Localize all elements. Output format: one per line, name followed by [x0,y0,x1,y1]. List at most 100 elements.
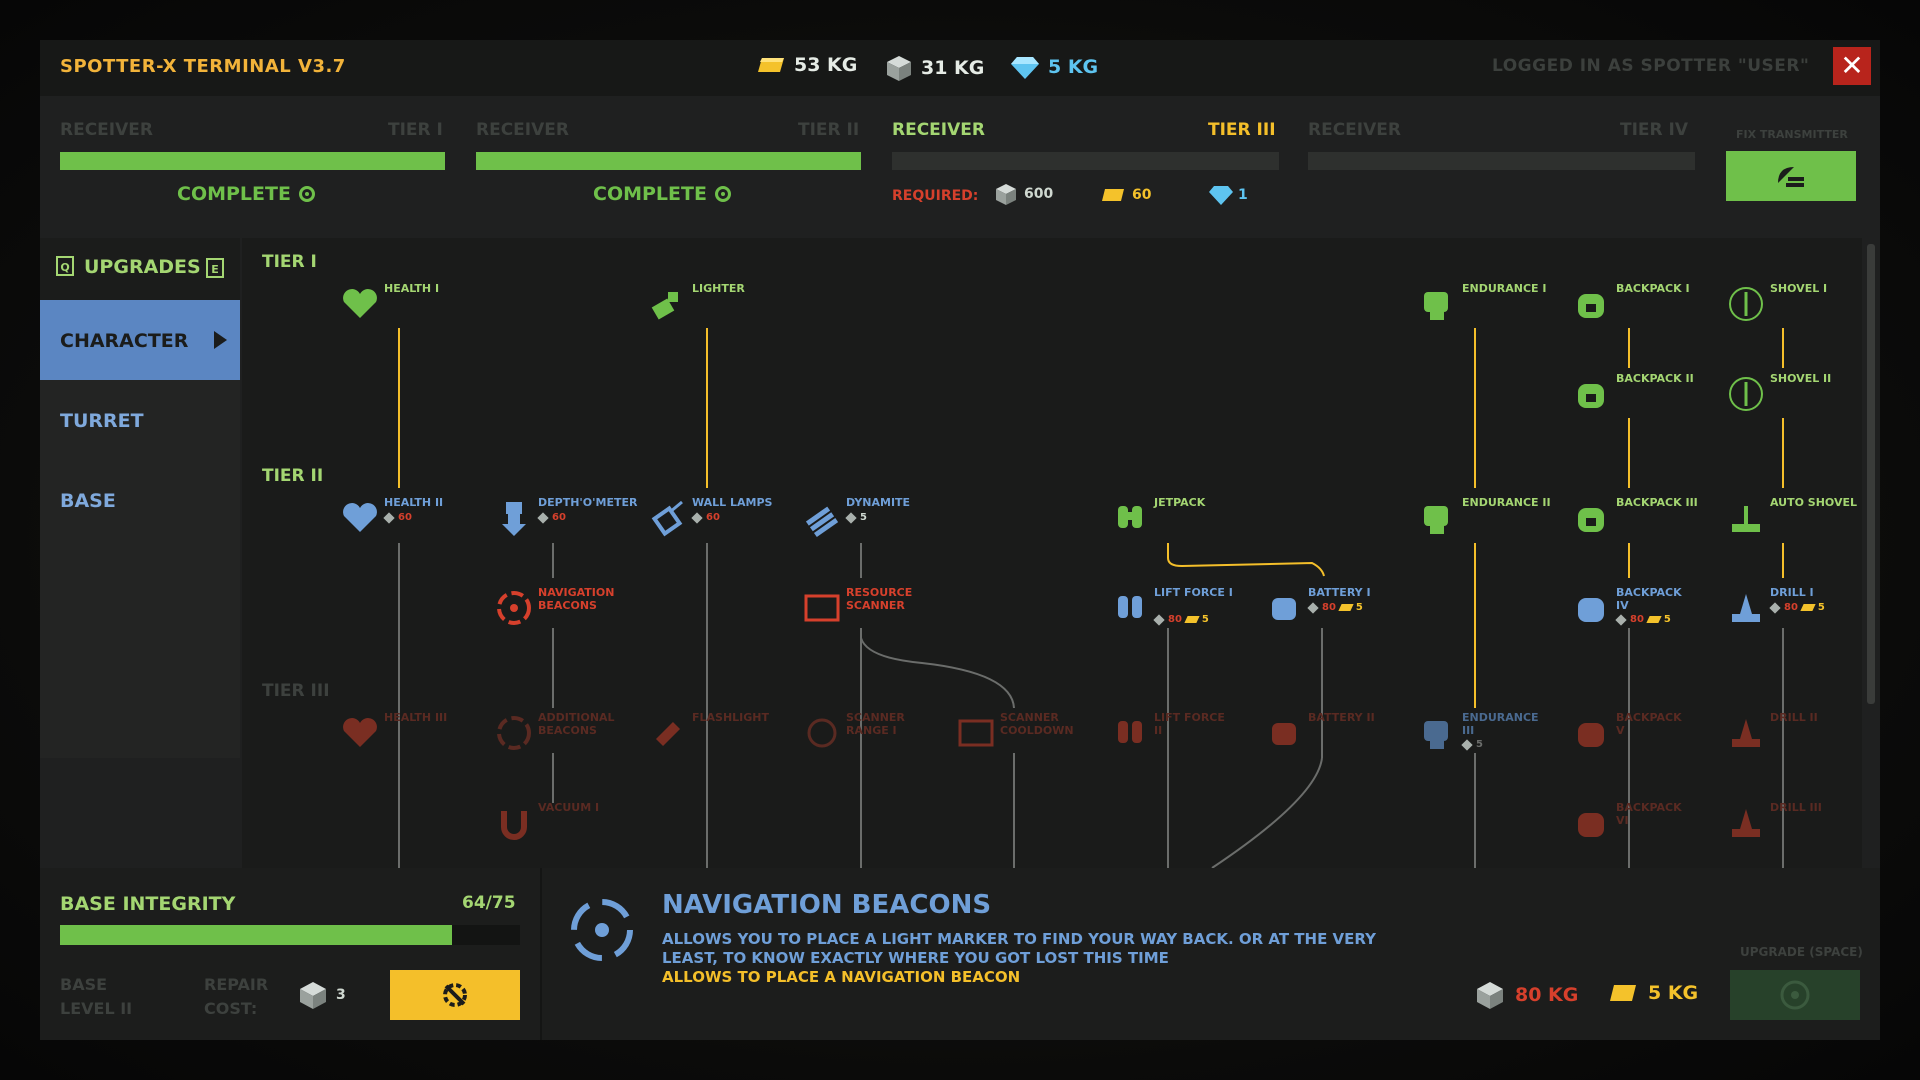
drill-icon [1732,809,1760,837]
jetpack-icon [1118,721,1142,743]
backpack-icon [1578,294,1604,318]
repair-button[interactable] [390,970,520,1020]
receiver-4-tier: TIER IV [1620,120,1689,140]
receiver-1-label: RECEIVER [60,120,153,140]
heart-icon [343,503,377,532]
info-description: ALLOWS YOU TO PLACE A LIGHT MARKER TO FI… [662,930,1376,967]
flashlight-icon [655,721,681,747]
iron-cube-icon [383,511,395,524]
tree-connectors [398,328,1784,868]
diamond-icon [1011,57,1039,79]
fix-transmitter-label: FIX TRANSMITTER [1736,128,1848,141]
iron-cube-icon [691,511,703,524]
gold-bar-icon [758,58,784,72]
tree-scrollbar[interactable] [1867,244,1875,704]
iron-cube-icon [845,511,857,524]
diamond-icon [1209,186,1233,205]
receiver-2-label: RECEIVER [476,120,569,140]
receiver-1-progress [60,152,445,170]
auto-shovel-icon [1732,506,1760,532]
beacon-icon [571,899,633,961]
repair-cost-label: REPAIR COST: [204,975,269,1018]
check-circle-icon [298,186,315,202]
upgrade-button[interactable] [1730,970,1860,1020]
sidebar-item-character[interactable] [40,300,240,380]
backpack-icon [1578,508,1604,532]
check-circle-icon [1780,980,1810,1010]
terminal-topbar [40,40,1880,96]
iron-resource: 31 KG [885,54,984,82]
upgrade-cost-gold: 5 KG [1608,982,1698,1004]
key-q-hint: Q [56,256,74,276]
logged-in-text: LOGGED IN AS SPOTTER "USER" [1492,56,1810,76]
chevron-right-icon [214,331,227,349]
jetpack-icon [1118,506,1142,528]
shovel-icon [1729,287,1763,321]
iron-cube-icon [1461,738,1473,751]
receiver-4-label: RECEIVER [1308,120,1401,140]
upgrade-cost-iron: 80 KG [1475,980,1578,1010]
iron-cube-icon [1307,601,1319,614]
upgrade-label: UPGRADE (SPACE) [1740,945,1863,959]
gold-bar-icon [1800,604,1816,611]
receiver-4-progress [1308,152,1695,170]
gold-bar-icon [1646,616,1662,623]
tier-1-label: TIER I [262,252,317,272]
info-effect: ALLOWS TO PLACE A NAVIGATION BEACON [662,968,1021,986]
dynamite-icon [805,506,839,538]
fist-icon [1424,721,1448,749]
sidebar-item-base[interactable]: BASE [60,490,116,512]
close-button[interactable]: ✕ [1833,47,1871,85]
jetpack-icon [1118,596,1142,618]
heart-icon [343,718,377,747]
required-diamond: 1 [1208,184,1248,206]
tier-2-label: TIER II [262,466,324,486]
wrench-gear-icon [443,983,467,1007]
receiver-1-status: COMPLETE [177,183,315,205]
gold-bar-icon [1338,604,1354,611]
gold-bar-icon [1102,189,1124,201]
check-circle-icon [714,186,731,202]
drill-icon [1732,594,1760,622]
required-gold: 60 [1100,186,1151,204]
satellite-dish-icon [1778,167,1804,187]
sidebar-item-turret[interactable]: TURRET [60,410,144,432]
receiver-2-progress [476,152,861,170]
receiver-1-tier: TIER I [388,120,443,140]
receiver-3-progress [892,152,1279,170]
required-label: REQUIRED: [892,188,979,204]
receiver-2-tier: TIER II [798,120,860,140]
fist-icon [1424,506,1448,534]
diamond-resource: 5 KG [1010,54,1098,80]
fix-transmitter-button[interactable] [1726,151,1856,201]
iron-cube-icon [1153,613,1165,626]
receiver-3-label: RECEIVER [892,120,985,140]
heart-icon [343,289,377,318]
bottom-panel [40,868,1880,1040]
backpack-icon [1578,384,1604,408]
close-icon: ✕ [1840,49,1864,82]
bottom-divider [540,868,542,1040]
scanner-range-icon [807,718,837,748]
iron-cube-icon [300,982,326,1009]
upgrade-tree: TIER I TIER II TIER III HEALTH I LIGHTER… [242,238,1862,868]
upgrades-title: UPGRADES [84,256,201,278]
backpack-icon [1578,813,1604,837]
sidebar-item-character-label: CHARACTER [60,330,189,352]
depth-meter-icon [502,502,526,536]
terminal-title: SPOTTER-X TERMINAL V3.7 [60,56,346,77]
beacon-icon [497,716,531,750]
repair-cost: 3 [298,980,346,1010]
required-iron: 600 [994,182,1053,206]
gold-bar-icon [1610,985,1636,1001]
scanner-icon [804,594,840,622]
tier-3-label: TIER III [262,681,330,701]
scanner-icon [958,719,994,747]
receiver-2-status: COMPLETE [593,183,731,205]
base-integrity-value: 64/75 [462,893,516,913]
battery-icon [1272,723,1296,745]
key-e-hint: E [206,258,224,278]
receiver-3-tier: TIER III [1208,120,1276,140]
shovel-icon [1729,377,1763,411]
